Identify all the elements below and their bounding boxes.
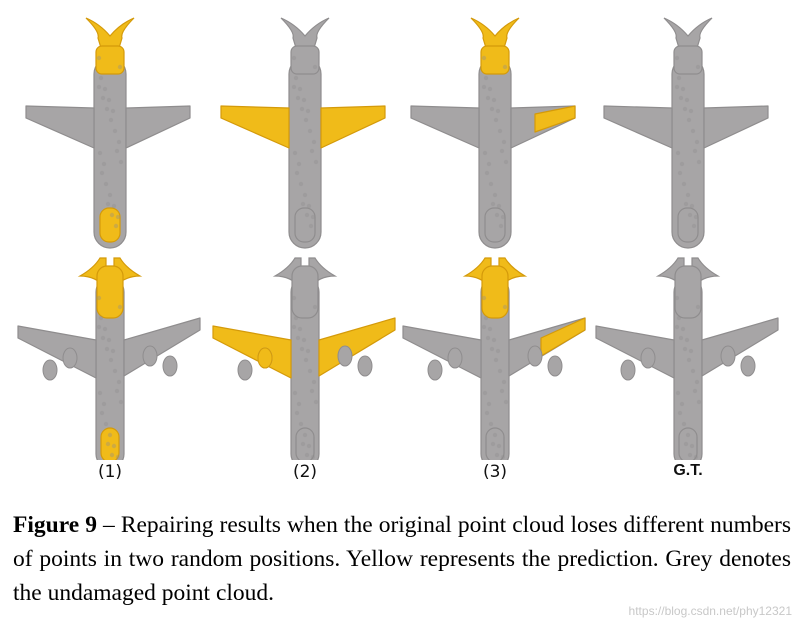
left-wing	[17, 325, 97, 379]
nose	[99, 207, 121, 243]
airplane-panel-r2-c1	[17, 257, 201, 469]
engine	[640, 347, 656, 369]
point-texture	[291, 55, 319, 229]
right-wing-tip	[540, 317, 586, 357]
right-wing	[703, 105, 769, 149]
airplane-point-cloud-grid	[17, 17, 779, 469]
tail	[470, 17, 520, 59]
tail-base	[674, 265, 702, 319]
left-wing	[603, 105, 673, 149]
engine	[237, 359, 253, 381]
engine	[357, 355, 373, 377]
nose	[677, 207, 699, 243]
airplane-panel-r1-c1	[25, 17, 191, 249]
engine	[527, 345, 543, 367]
tail-base	[481, 265, 509, 319]
point-texture	[674, 55, 702, 229]
left-wing	[25, 105, 95, 149]
right-wing	[701, 317, 779, 377]
column-label-2: (2)	[292, 462, 318, 482]
tail-base	[96, 265, 124, 319]
column-label-1: (1)	[97, 462, 123, 482]
left-wing	[410, 105, 480, 149]
engine	[620, 359, 636, 381]
airplane-panel-r1-c3	[410, 17, 576, 249]
tail-base	[95, 45, 125, 75]
tail-base	[290, 45, 320, 75]
engine-predicted	[257, 347, 273, 369]
airplane-panel-r1-c4	[603, 17, 769, 249]
right-wing	[320, 105, 386, 149]
figure-number: Figure 9	[13, 512, 97, 538]
engine	[427, 359, 443, 381]
left-wing	[402, 325, 482, 379]
tail-base	[673, 45, 703, 75]
point-texture	[481, 295, 509, 469]
right-wing	[125, 105, 191, 149]
airplane-panel-r2-c3	[402, 257, 586, 469]
tail	[663, 17, 713, 59]
right-wing-tip	[534, 105, 576, 133]
engine	[547, 355, 563, 377]
column-label-ground-truth: G.T.	[673, 462, 703, 479]
engine	[42, 359, 58, 381]
airplane-panel-r2-c2	[212, 257, 396, 469]
figure-panel-grid: (1) (2) (3) G.T.	[17, 17, 779, 482]
nose	[294, 207, 316, 243]
point-texture	[481, 55, 509, 229]
engine	[740, 355, 756, 377]
nose	[484, 207, 506, 243]
left-wing	[220, 105, 290, 149]
engine	[62, 347, 78, 369]
watermark: https://blog.csdn.net/phy12321	[628, 604, 792, 618]
engine	[142, 345, 158, 367]
engine	[720, 345, 736, 367]
airplane-panel-r1-c2	[220, 17, 386, 249]
point-texture	[674, 295, 702, 469]
airplane-panel-r2-c4	[595, 257, 779, 469]
right-wing	[318, 317, 396, 377]
tail	[85, 17, 135, 59]
caption-text: – Repairing results when the original po…	[13, 512, 791, 606]
tail-base	[480, 45, 510, 75]
engine	[337, 345, 353, 367]
engine	[162, 355, 178, 377]
right-wing	[123, 317, 201, 377]
left-wing	[595, 325, 675, 379]
engine	[447, 347, 463, 369]
point-texture	[96, 55, 124, 229]
column-label-3: (3)	[482, 462, 508, 482]
tail-base	[291, 265, 319, 319]
figure-caption: Figure 9 – Repairing results when the or…	[13, 508, 791, 610]
tail	[280, 17, 330, 59]
left-wing	[212, 325, 292, 379]
